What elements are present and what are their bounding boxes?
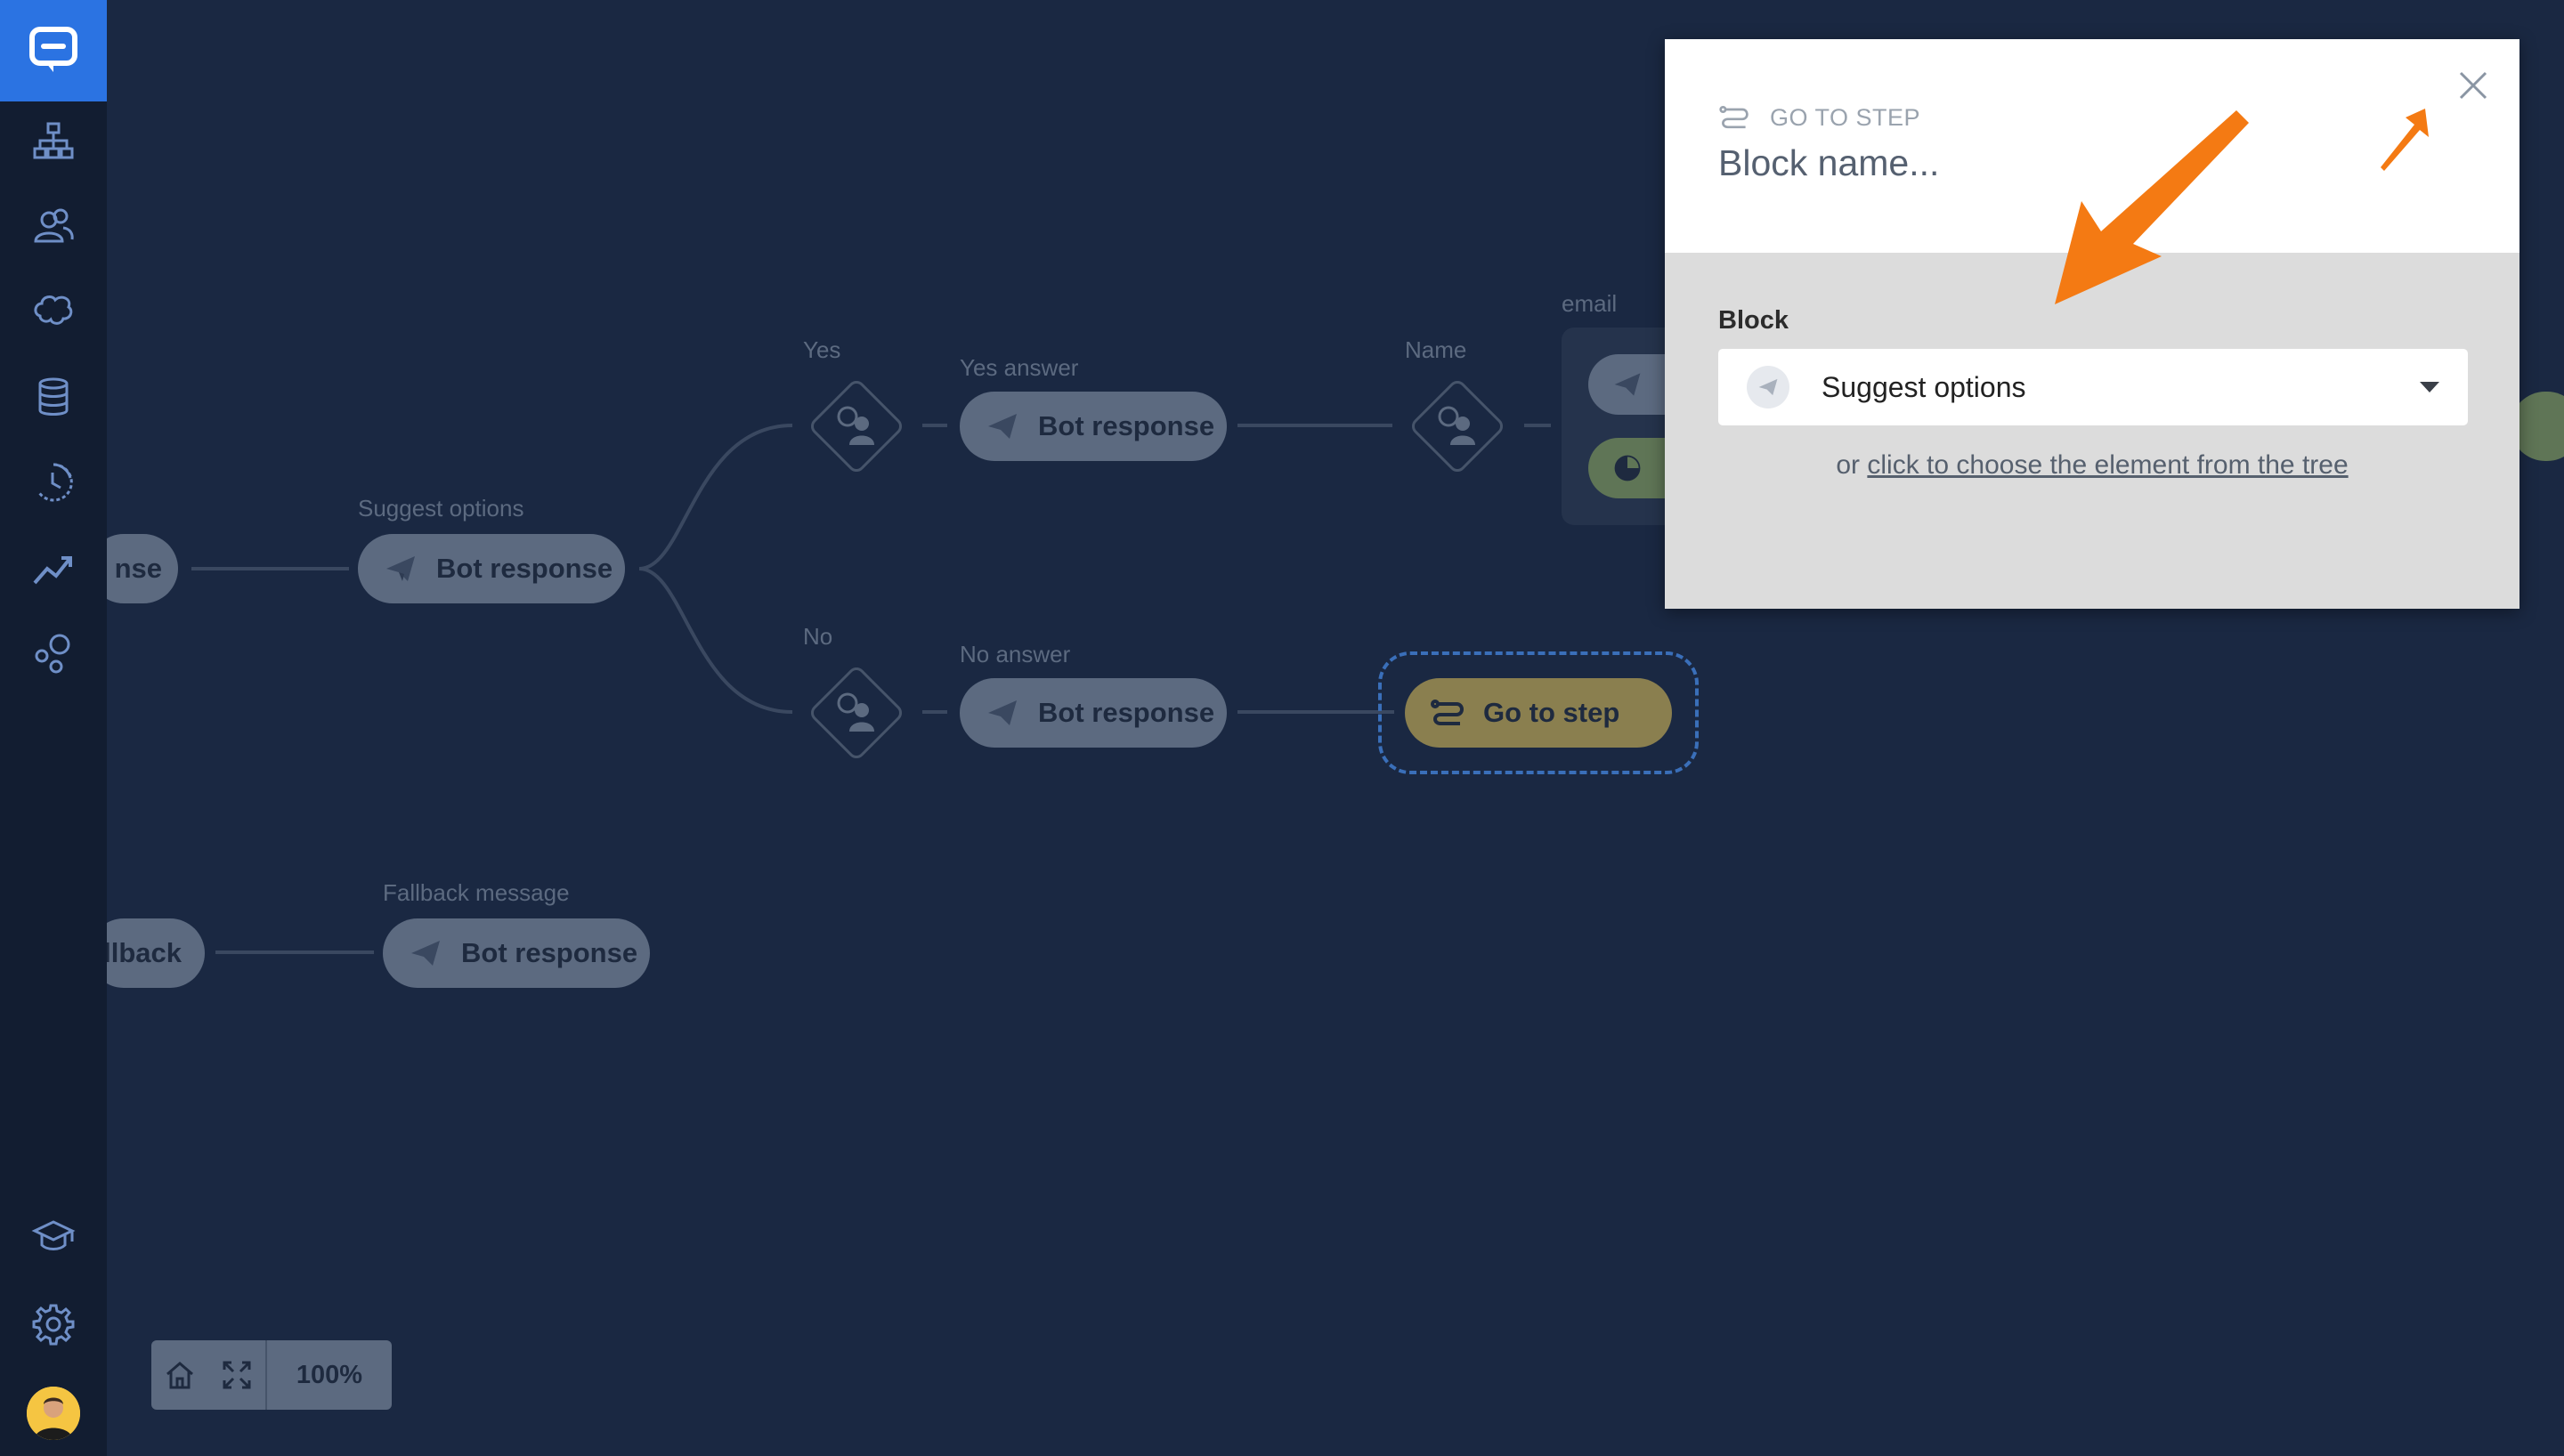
chat-logo-icon[interactable] [0,0,107,101]
brain-icon[interactable] [0,276,107,347]
panel-header: GO TO STEP [1665,39,2519,253]
selected-block-value: Suggest options [1822,370,2026,403]
home-icon[interactable] [151,1340,208,1410]
block-select[interactable]: Suggest options [1718,349,2468,425]
send-icon [985,408,1020,444]
node-label: Yes answer [960,354,1079,381]
bot-response-node[interactable]: Bot response [358,534,625,603]
toolbar-divider [265,1340,267,1410]
node-text: nse [114,553,162,584]
flow-node-partial[interactable]: nse [107,534,178,603]
zoom-toolbar: 100% [151,1340,392,1410]
flow-canvas[interactable]: nse Suggest options Bot response Yes Yes… [107,0,2564,1456]
avatar[interactable] [27,1387,80,1440]
selected-outline [1378,651,1699,774]
goto-icon [1719,105,1749,129]
send-icon [985,695,1020,731]
users-icon[interactable] [0,190,107,262]
node-text: llback [107,937,182,968]
send-icon [1614,373,1641,396]
node-label: Name [1405,336,1467,363]
user-question-icon [833,402,880,449]
settings-icon[interactable] [0,1289,107,1360]
bot-response-node[interactable]: Bot response [960,678,1227,748]
send-icon [1747,366,1789,408]
node-label: email [1562,290,1618,317]
integrations-icon[interactable] [0,618,107,689]
block-name-input[interactable] [1718,142,2341,184]
panel-kicker-text: GO TO STEP [1770,103,1921,131]
go-to-step-node[interactable]: Go to step [1405,678,1672,748]
go-to-step-panel: GO TO STEP Block Suggest options or clic… [1665,39,2519,609]
node-text: Bot response [1038,697,1215,728]
academy-icon[interactable] [0,1201,107,1273]
user-question-icon [833,689,880,735]
node-text: Bot response [461,937,638,968]
send-icon [383,551,418,586]
node-label: Fallback message [383,879,570,906]
node-label: Yes [803,336,841,363]
choose-prefix: or [1836,450,1861,480]
connector-lines [191,424,2564,954]
zoom-level[interactable]: 100% [296,1360,363,1389]
goto-icon [1430,695,1465,731]
send-icon [408,935,443,971]
node-text: Go to step [1483,697,1620,728]
fit-screen-icon[interactable] [208,1340,265,1410]
history-icon[interactable] [0,447,107,518]
sitemap-icon[interactable] [0,105,107,176]
panel-kicker: GO TO STEP [1718,101,1920,133]
node-text: Bot response [436,553,613,584]
annotation-arrow-large [2055,110,2249,304]
flow-node-partial[interactable]: llback [107,918,205,988]
sidebar [0,0,107,1456]
block-field-label: Block [1718,306,1789,335]
pie-icon [1614,455,1641,481]
flow-node-partial[interactable] [2511,392,2564,461]
bot-response-node[interactable]: Bot response [960,392,1227,461]
database-icon[interactable] [0,361,107,433]
choose-from-tree-line: or click to choose the element from the … [1665,450,2519,481]
caret-down-icon [2420,382,2439,392]
node-label: No answer [960,641,1071,667]
node-text: Bot response [1038,410,1215,441]
bot-response-node[interactable]: Bot response [383,918,650,988]
choose-from-tree-link[interactable]: click to choose the element from the tre… [1867,450,2349,480]
annotation-arrow-small [2381,109,2429,171]
close-icon[interactable] [2452,64,2495,107]
node-label: Suggest options [358,495,524,522]
user-question-icon [1434,402,1481,449]
trend-chart-icon[interactable] [0,532,107,603]
node-label: No [803,623,833,650]
